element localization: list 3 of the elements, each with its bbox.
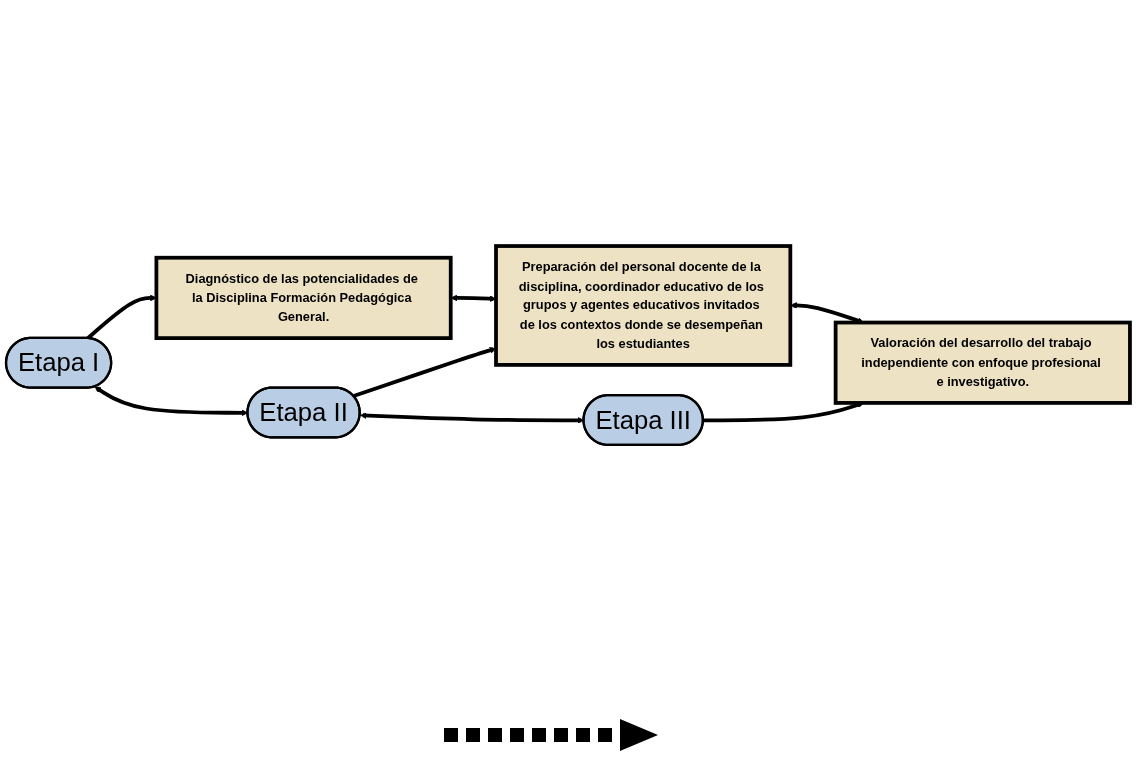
node-box: Diagnóstico de las potencialidades de la Disciplina Formación Pedagógica General. (154, 255, 453, 340)
node-box: Valoración del desarrollo del trabajo independiente con enfoque profesional e investigativo. (833, 320, 1132, 405)
node-box: Preparación del personal docente de la disciplina, coordinador educativo de los grupos y agentes educativos invitados de los contextos donde se desempeñan los estudiantes (494, 243, 793, 367)
